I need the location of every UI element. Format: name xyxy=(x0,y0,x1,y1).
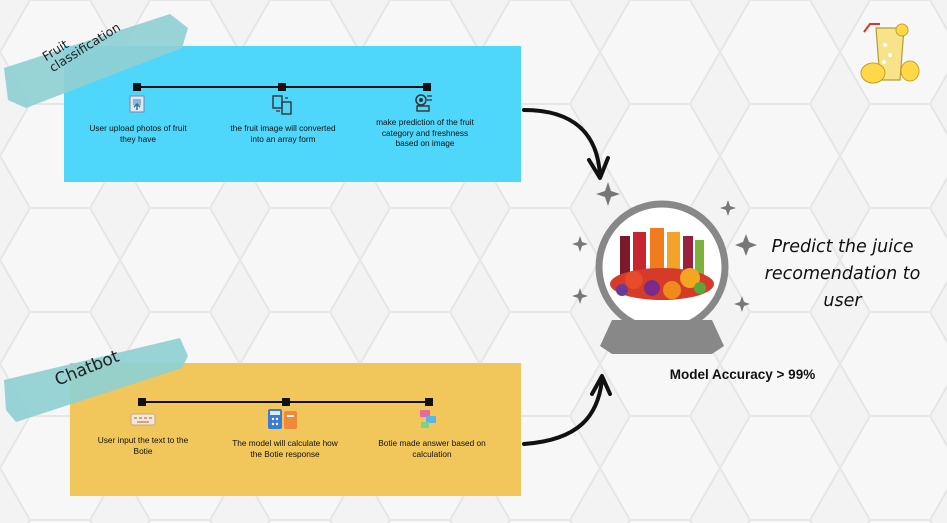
chat-answer-icon xyxy=(420,410,436,428)
fruit-step-1-node xyxy=(133,83,141,91)
chatbot-step-1-node xyxy=(138,398,146,406)
prediction-icon xyxy=(415,94,432,112)
fruit-step-1-text: User upload photos of fruit they have xyxy=(89,123,187,144)
image-upload-icon xyxy=(129,95,145,113)
chatbot-step-2-node xyxy=(282,398,290,406)
fruit-classification-panel xyxy=(64,46,521,182)
fruit-tape xyxy=(4,14,188,108)
file-convert-icon xyxy=(272,95,292,115)
juice-prediction-text: Predict the juice recomendation to user xyxy=(764,237,921,311)
fruit-step-2-node xyxy=(278,83,286,91)
chatbot-step-2-text: The model will calculate how the Botie r… xyxy=(232,438,338,459)
fruit-step-2-text: the fruit image will converted into an a… xyxy=(230,123,336,144)
chatbot-panel xyxy=(70,363,521,496)
chatbot-step-3-node xyxy=(425,398,433,406)
chatbot-tape xyxy=(4,338,188,422)
fruit-step-3-text: make prediction of the fruit category an… xyxy=(376,117,474,148)
keyboard-icon xyxy=(130,413,156,426)
chatbot-step-3-text: Botie made answer based on calculation xyxy=(378,438,486,459)
chatbot-step-1-text: User input the text to the Botie xyxy=(97,435,189,456)
model-accuracy-text: Model Accuracy > 99% xyxy=(669,367,816,382)
calculator-icon xyxy=(268,409,297,429)
fruit-step-3-node xyxy=(423,83,431,91)
